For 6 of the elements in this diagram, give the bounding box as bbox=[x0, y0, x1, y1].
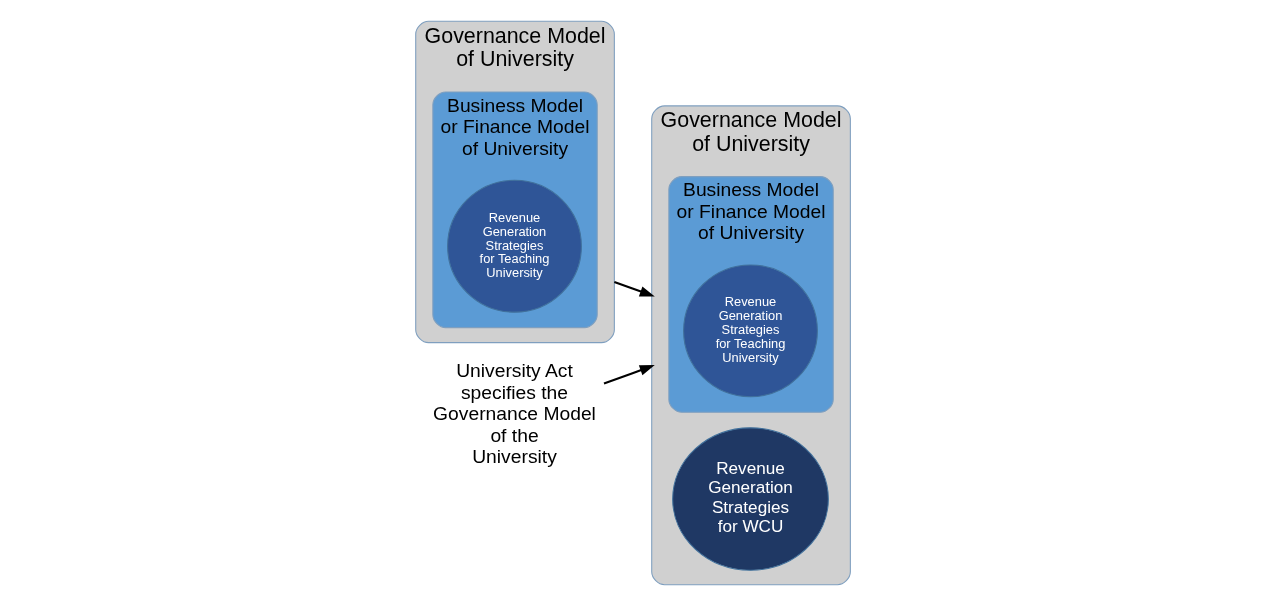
node-circle: Revenue Generation Strategies for WCU bbox=[672, 427, 829, 571]
arrow bbox=[603, 365, 655, 385]
node-text: University Act specifies the Governance Model of the University bbox=[433, 360, 596, 468]
node-circle: Revenue Generation Strategies for Teaching University bbox=[447, 179, 582, 313]
node-circle: Revenue Generation Strategies for Teaching University bbox=[683, 264, 818, 398]
arrow bbox=[614, 280, 655, 297]
